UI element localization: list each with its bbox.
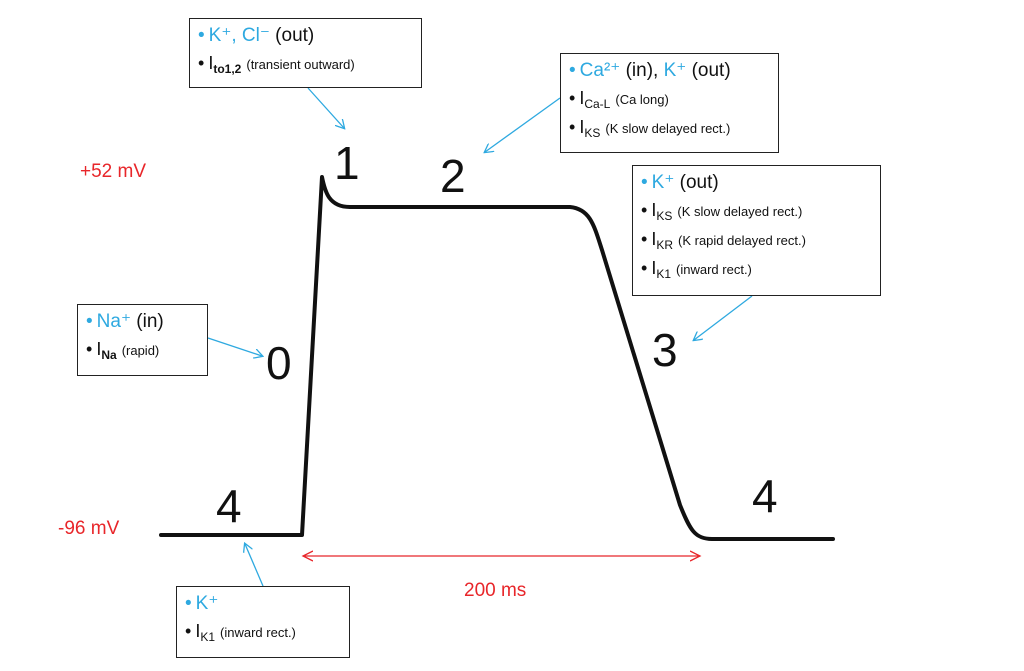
pointer-phase3 — [694, 295, 753, 340]
phase3-currents-box: •K⁺ (out) •IKS (K slow delayed rect.) •I… — [632, 165, 881, 296]
phase4-current-desc: (inward rect.) — [220, 624, 296, 640]
pointer-phase1 — [307, 87, 344, 128]
phase3-current1: I — [651, 199, 657, 220]
bullet: • — [198, 52, 205, 73]
bullet: • — [641, 172, 648, 193]
phase2-current1-desc: (Ca long) — [615, 91, 669, 107]
phase2-ion-a: Ca²⁺ — [579, 60, 621, 81]
phase2-dir-b: (out) — [691, 60, 731, 81]
phase4-currents-box: •K⁺ •IK1 (inward rect.) — [176, 586, 350, 658]
phase1-current: I — [208, 52, 214, 73]
phase2-dir-a: (in), — [625, 60, 659, 81]
phase3-current1-desc: (K slow delayed rect.) — [677, 203, 803, 219]
bullet: • — [86, 338, 93, 359]
bullet: • — [185, 593, 192, 614]
phase3-current2-line: •IKR (K rapid delayed rect.) — [641, 228, 872, 253]
phase2-current1-sub: Ca-L — [584, 96, 611, 111]
bullet: • — [569, 116, 576, 137]
pointer-phase0 — [207, 337, 262, 356]
phase3-current3-sub: K1 — [656, 266, 672, 281]
phase4-current: I — [195, 620, 201, 641]
phase1-ion: K⁺, Cl⁻ — [208, 25, 270, 46]
phase2-current1-line: •ICa-L (Ca long) — [569, 87, 770, 112]
bullet: • — [641, 228, 648, 249]
phase3-current2: I — [651, 228, 657, 249]
phase4-current-sub: K1 — [200, 629, 216, 644]
phase-4-label-right: 4 — [752, 470, 778, 522]
pointer-phase2 — [485, 97, 561, 152]
phase0-currents-box: •Na⁺ (in) •INa (rapid) — [77, 304, 208, 376]
phase2-current2-desc: (K slow delayed rect.) — [605, 120, 731, 136]
phase4-ion: K⁺ — [195, 593, 219, 614]
phase3-current3: I — [651, 257, 657, 278]
phase4-current-line: •IK1 (inward rect.) — [185, 620, 341, 645]
phase1-ion-line: •K⁺, Cl⁻ (out) — [198, 24, 413, 48]
phase3-current3-line: •IK1 (inward rect.) — [641, 257, 872, 282]
voltage-min-label: -96 mV — [58, 518, 120, 539]
phase3-current1-line: •IKS (K slow delayed rect.) — [641, 199, 872, 224]
phase0-current: I — [96, 338, 102, 359]
bullet: • — [641, 199, 648, 220]
bullet: • — [185, 620, 192, 641]
phase3-current2-desc: (K rapid delayed rect.) — [678, 232, 806, 248]
phase3-ion: K⁺ — [651, 172, 675, 193]
phase1-direction: (out) — [275, 25, 315, 46]
phase3-current2-sub: KR — [656, 237, 673, 252]
phase2-ion-line: •Ca²⁺ (in), K⁺ (out) — [569, 59, 770, 83]
phase4-ion-line: •K⁺ — [185, 592, 341, 616]
phase0-current-sub: Na — [101, 347, 117, 362]
phase0-current-line: •INa (rapid) — [86, 338, 199, 363]
phase2-ion-b: K⁺ — [663, 60, 687, 81]
phase0-current-desc: (rapid) — [121, 342, 160, 358]
phase1-current-desc: (transient outward) — [246, 56, 355, 72]
phase1-currents-box: •K⁺, Cl⁻ (out) •Ito1,2 (transient outwar… — [189, 18, 422, 88]
voltage-max-label: +52 mV — [80, 161, 147, 182]
bullet: • — [198, 25, 205, 46]
pointer-phase4 — [245, 544, 264, 587]
bullet: • — [641, 257, 648, 278]
phase2-current2-line: •IKS (K slow delayed rect.) — [569, 116, 770, 141]
phase1-current-sub: to1,2 — [213, 61, 242, 76]
bullet: • — [569, 60, 576, 81]
phase3-direction: (out) — [679, 172, 719, 193]
phase1-current-line: •Ito1,2 (transient outward) — [198, 52, 413, 77]
duration-label: 200 ms — [464, 580, 527, 601]
phase-0-label: 0 — [266, 337, 292, 389]
action-potential-trace — [159, 175, 835, 541]
phase0-ion: Na⁺ — [96, 311, 131, 332]
phase-4-label-left: 4 — [216, 480, 242, 532]
phase-2-label: 2 — [440, 150, 466, 202]
phase3-current1-sub: KS — [656, 208, 673, 223]
phase2-current2-sub: KS — [584, 125, 601, 140]
bullet: • — [569, 87, 576, 108]
phase0-ion-line: •Na⁺ (in) — [86, 310, 199, 334]
phase0-direction: (in) — [136, 311, 164, 332]
phase2-current2: I — [579, 116, 585, 137]
phase3-current3-desc: (inward rect.) — [676, 261, 752, 277]
phase3-ion-line: •K⁺ (out) — [641, 171, 872, 195]
phase2-currents-box: •Ca²⁺ (in), K⁺ (out) •ICa-L (Ca long) •I… — [560, 53, 779, 153]
phase-1-label: 1 — [334, 137, 360, 189]
phase2-current1: I — [579, 87, 585, 108]
bullet: • — [86, 311, 93, 332]
phase-3-label: 3 — [652, 324, 678, 376]
